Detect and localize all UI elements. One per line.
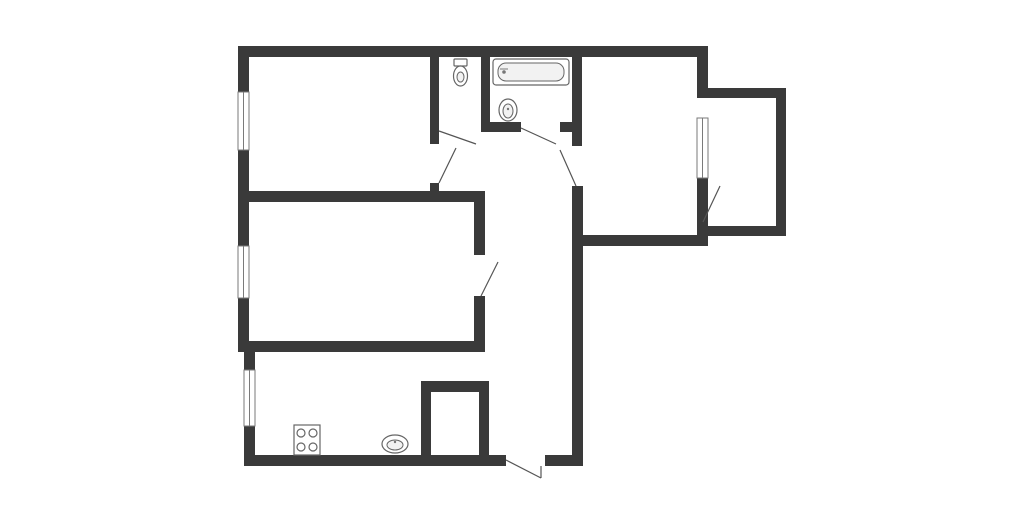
wall-bottom-entry	[545, 455, 582, 466]
window-balcony-door	[696, 117, 709, 179]
doors	[438, 127, 721, 479]
pantry-left	[421, 381, 431, 466]
outer-walls	[238, 46, 708, 466]
wall-bath-right	[572, 46, 582, 146]
wall-bedroom2-right-bottom	[474, 296, 485, 352]
window-bedroom1	[237, 91, 250, 151]
wall-bath-bottom-stub	[560, 122, 582, 132]
toilet-icon	[452, 58, 469, 87]
wall-bottom-kitchen	[244, 455, 506, 466]
wall-bedroom3-right-top	[697, 46, 708, 90]
balcony-bottom	[708, 226, 786, 236]
door-balcony	[702, 185, 721, 223]
wall-bedroom3-right-bottom	[697, 178, 708, 246]
wall-bedroom2-right-top	[474, 191, 485, 255]
window-bedroom2	[237, 245, 250, 299]
stove-icon	[293, 424, 321, 456]
pantry-top	[421, 381, 489, 392]
door-bedroom3	[559, 149, 577, 187]
wall-toilet-right	[481, 46, 490, 132]
wall-top	[238, 46, 708, 57]
balcony-right	[776, 88, 786, 236]
kitchen-sink-icon	[381, 434, 409, 454]
bathroom-sink-icon	[498, 98, 518, 122]
interior-walls	[238, 46, 582, 466]
door-bedroom1	[438, 147, 457, 184]
pantry-right	[479, 381, 489, 466]
balcony-top	[697, 88, 786, 98]
wall-toilet-right-stub	[481, 122, 521, 132]
door-toilet	[438, 130, 477, 145]
bathtub-icon	[492, 58, 570, 86]
windows	[237, 91, 709, 427]
wall-bedroom1-bottom	[238, 191, 485, 202]
balcony	[697, 88, 786, 236]
wall-bedroom3-bottom	[572, 235, 708, 246]
wall-bedroom1-right	[430, 46, 439, 144]
wall-bedroom2-bottom	[238, 341, 485, 352]
wall-bedroom1-right-stub	[430, 183, 439, 195]
door-bath	[520, 127, 557, 145]
door-bedroom2	[480, 261, 499, 297]
wall-corridor-right	[572, 186, 583, 466]
window-kitchen	[243, 369, 256, 427]
door-entrance	[505, 459, 542, 479]
